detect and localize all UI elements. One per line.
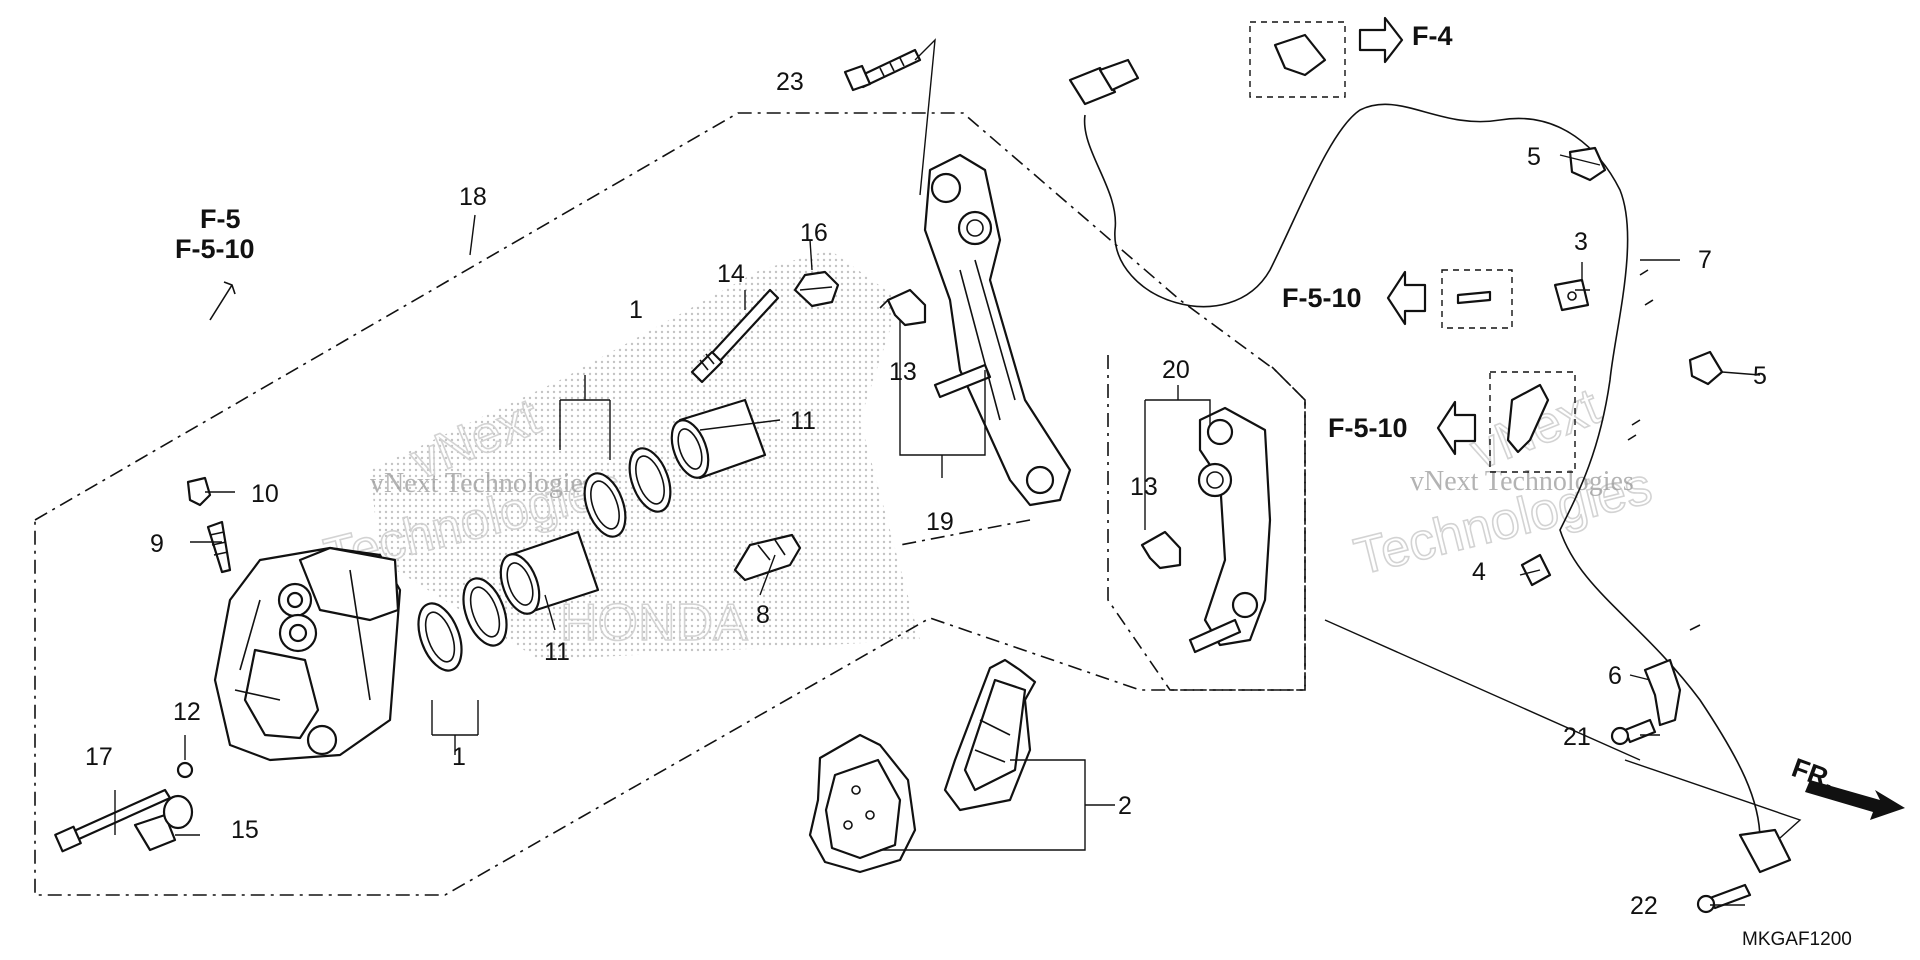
callout-14: 14 [717,260,745,288]
bleeder-screw-9 [206,520,232,574]
ref-f5-10-left: F-5-10 [175,234,255,264]
ref-f510-b-part [1506,383,1550,454]
callout-5-lower: 5 [1753,362,1767,390]
seal-upper-b-inner [635,455,665,505]
seal-upper-a [583,472,627,538]
callout-11-lower: 11 [544,638,570,666]
clamp-5-upper [1568,146,1607,182]
seal-lower-b [462,577,508,647]
seal-lower-a-inner [424,611,456,663]
callout-10: 10 [251,480,279,508]
pin-plug-15 [133,794,194,852]
pad-clip-13-left [879,288,927,327]
callout-13-right: 13 [1130,473,1158,501]
arrow-f5-up [209,281,236,321]
boot-16 [793,270,840,308]
clamp-3 [1553,278,1590,312]
callout-22: 22 [1630,892,1658,920]
assembly-boundary-18 [34,112,1306,896]
pin-bolt-17 [54,788,172,853]
brake-pad-front [943,658,1037,812]
caliper-bracket-box-20 [1107,355,1306,691]
callout-1-lower: 1 [452,743,466,771]
callout-19: 19 [926,508,954,536]
caliper-body [213,546,402,762]
arrow-f4 [1358,16,1404,64]
seal-lower-b-inner [469,586,501,638]
callout-6: 6 [1608,662,1622,690]
ref-box-f4 [1249,21,1346,98]
callout-16: 16 [800,219,828,247]
ref-f5: F-5 [200,204,241,234]
callout-11-upper: 11 [790,407,816,435]
seal-lower-a [417,602,463,672]
ref-f4: F-4 [1412,21,1453,51]
ref-f5-10-mid: F-5-10 [1282,283,1362,313]
callout-17: 17 [85,743,113,771]
piston-lower [499,530,600,615]
callout-5-upper: 5 [1527,143,1541,171]
wheel-speed-sensor-wire-7 [1068,58,1792,874]
callout-20: 20 [1162,356,1190,384]
arrow-f510-b [1436,400,1477,456]
ref-f4-clamp [1273,33,1327,77]
piston-upper [670,398,767,480]
callout-18: 18 [459,183,487,211]
callout-21: 21 [1563,723,1591,751]
callout-1-upper: 1 [629,296,643,324]
callout-9: 9 [150,530,164,558]
stay-6 [1643,658,1682,727]
caliper-bracket-19 [923,153,1072,507]
brake-pad-rear [808,733,917,874]
bolt-21 [1610,718,1657,746]
seal-upper-a-inner [590,480,620,530]
watermark-right-small: vNext Technologies [1410,466,1634,497]
slide-pin-14 [690,288,780,384]
clamp-5-lower [1688,350,1724,386]
caliper-bracket-20 [1188,406,1272,654]
callout-13-left: 13 [889,358,917,386]
watermark-brand: HONDA [560,594,748,652]
callout-4: 4 [1472,558,1486,586]
callout-3: 3 [1574,228,1588,256]
watermark-left-small: vNext Technologies [370,468,594,499]
ref-box-f510-b [1489,371,1576,473]
callout-23: 23 [776,68,804,96]
plug-12 [176,761,194,779]
pad-clip-13-right [1140,530,1182,570]
leader-lines [114,38,1802,906]
ref-f5-10-right: F-5-10 [1328,413,1408,443]
bolt-23 [843,48,922,92]
bleeder-cap-10 [186,476,212,507]
ref-f510-a-bolt [1456,290,1492,305]
callout-7: 7 [1698,246,1712,274]
grommet-4 [1520,553,1552,587]
bolt-22 [1696,883,1752,914]
boundary-19 [899,519,1031,546]
seal-upper-b [628,447,672,513]
callout-15: 15 [231,816,259,844]
arrow-f510-a [1386,270,1427,326]
callout-8: 8 [756,601,770,629]
arrow-fr [1805,780,1905,820]
callout-12: 12 [173,698,201,726]
pad-spring-8 [733,533,802,582]
diagram-code: MKGAF1200 [1742,929,1852,950]
callout-2: 2 [1118,792,1132,820]
ref-box-f510-a [1441,269,1513,329]
